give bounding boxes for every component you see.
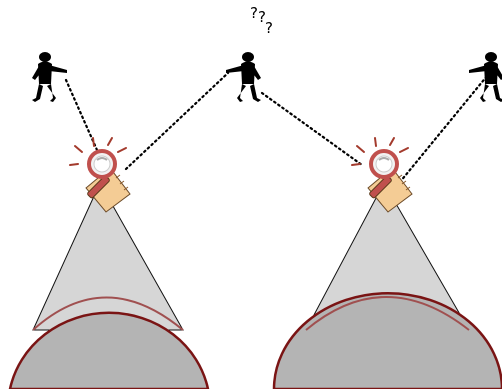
coverage-arc-left bbox=[32, 296, 184, 331]
link-sat2-to-right-user bbox=[398, 74, 489, 184]
earth-left bbox=[8, 311, 210, 389]
confusion-marks: ? ? ? bbox=[250, 4, 273, 37]
coverage-left bbox=[8, 181, 210, 389]
person-left-icon bbox=[32, 52, 67, 102]
question-mark-3: ? bbox=[265, 19, 273, 37]
person-right-icon bbox=[469, 52, 502, 102]
relay-links bbox=[64, 71, 489, 184]
satellite-right-icon bbox=[350, 136, 414, 214]
earth-right bbox=[272, 291, 502, 389]
question-mark-2: ? bbox=[258, 8, 266, 26]
satellite-left-icon bbox=[68, 136, 132, 214]
link-middle-user-to-sat2 bbox=[260, 91, 364, 167]
person-middle-icon bbox=[226, 52, 261, 102]
question-mark-1: ? bbox=[250, 4, 258, 22]
coverage-arc-right bbox=[305, 296, 470, 331]
coverage-right bbox=[272, 181, 502, 389]
link-sat1-to-middle-user bbox=[124, 71, 230, 171]
